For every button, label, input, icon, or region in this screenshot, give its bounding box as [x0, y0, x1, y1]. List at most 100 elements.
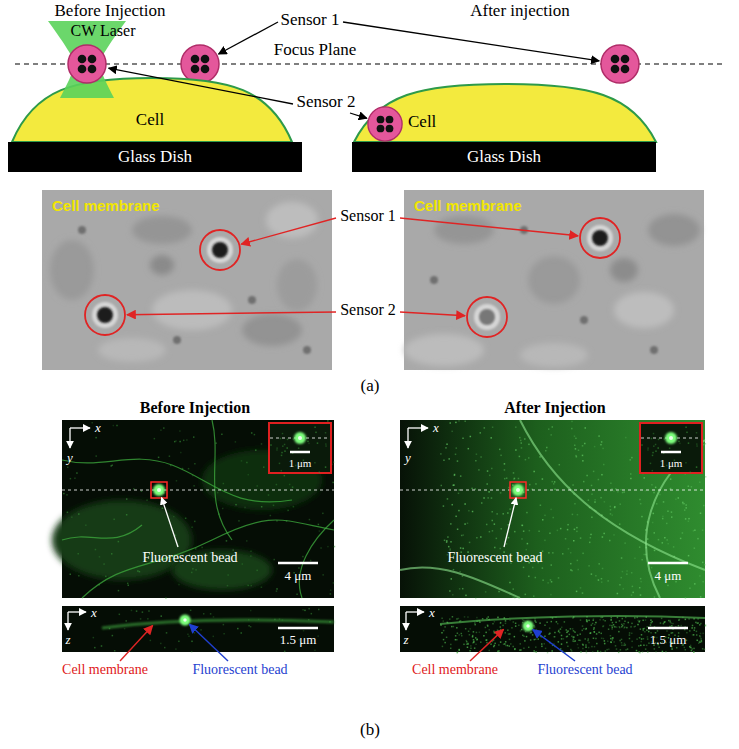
speckle	[593, 629, 595, 631]
cell-outline	[354, 84, 656, 142]
speckle	[447, 536, 449, 538]
speckle	[544, 515, 546, 517]
speckle	[622, 571, 624, 573]
speckle	[619, 503, 621, 505]
speckle	[594, 499, 596, 501]
axis-label: y	[405, 451, 411, 466]
speckle	[640, 641, 642, 643]
speckle	[588, 638, 590, 640]
speckle	[631, 647, 633, 649]
speckle	[476, 537, 478, 539]
roi-box	[151, 482, 167, 498]
speckle	[443, 620, 445, 622]
speckle	[546, 447, 548, 449]
scale-label: 1.5 μm	[650, 633, 687, 648]
scale-bar	[290, 451, 310, 454]
speckle	[227, 585, 229, 587]
speckle	[594, 624, 596, 626]
speckle	[556, 621, 558, 623]
speckle	[702, 648, 704, 650]
speckle	[512, 646, 514, 648]
speckle	[552, 517, 554, 519]
speckle	[518, 478, 520, 480]
speckle	[488, 616, 490, 618]
speckle	[567, 636, 569, 638]
speckle	[588, 565, 590, 567]
speckle	[175, 440, 177, 442]
speckle	[467, 523, 469, 525]
speckle	[644, 628, 646, 630]
speckle	[469, 634, 471, 636]
speckle	[662, 651, 664, 653]
leader-arrow	[533, 630, 575, 661]
speckle	[549, 627, 551, 629]
speckle	[223, 624, 225, 626]
speckle	[527, 543, 529, 545]
speckle	[482, 618, 484, 620]
speckle	[688, 442, 690, 444]
scale-label: 1 μm	[660, 457, 683, 470]
debris-spot	[650, 346, 658, 354]
speckle	[454, 475, 456, 477]
speckle	[147, 618, 149, 620]
speckle	[673, 546, 675, 548]
speckle	[480, 641, 482, 643]
speckle	[702, 562, 704, 564]
speckle	[530, 639, 532, 641]
speckle	[544, 625, 546, 627]
speckle	[279, 463, 281, 465]
texture-blob	[150, 255, 174, 275]
speckle	[652, 470, 654, 472]
speckle	[610, 509, 612, 511]
speckle	[453, 569, 455, 571]
speckle	[446, 443, 448, 445]
speckle	[589, 633, 591, 635]
speckle	[520, 440, 522, 442]
texture-blob	[434, 216, 494, 244]
speckle	[276, 447, 278, 449]
speckle	[593, 627, 595, 629]
speckle	[631, 457, 633, 459]
speckle	[655, 450, 657, 452]
speckle	[573, 540, 575, 542]
speckle	[691, 650, 693, 652]
sensor-dot	[201, 65, 210, 74]
speckle	[699, 575, 701, 577]
speckle	[522, 622, 524, 624]
speckle	[456, 447, 458, 449]
speckle	[442, 646, 444, 648]
speckle	[577, 644, 579, 646]
speckle	[621, 644, 623, 646]
speckle	[139, 571, 141, 573]
debris-spot	[78, 226, 86, 234]
debris-spot	[173, 336, 181, 344]
speckle	[688, 518, 690, 520]
speckle	[506, 477, 508, 479]
speckle	[507, 645, 509, 647]
speckle	[284, 651, 286, 653]
speckle	[655, 487, 657, 489]
speckle	[642, 620, 644, 622]
speckle	[625, 649, 627, 651]
fluorescence-image: xyFluorescent bead4 μm1 μm	[400, 420, 705, 598]
speckle	[562, 553, 564, 555]
speckle	[624, 643, 626, 645]
speckle	[588, 620, 590, 622]
speckle	[614, 626, 616, 628]
speckle	[576, 527, 578, 529]
speckle	[314, 650, 316, 652]
speckle	[590, 537, 592, 539]
speckle	[690, 472, 692, 474]
speckle	[191, 527, 193, 529]
speckle	[545, 450, 547, 452]
speckle	[462, 575, 464, 577]
speckle	[492, 426, 494, 428]
speckle	[542, 567, 544, 569]
speckle	[679, 443, 681, 445]
speckle	[630, 626, 632, 628]
speckle	[647, 449, 649, 451]
speckle	[451, 578, 453, 580]
speckle	[697, 622, 699, 624]
speckle	[640, 645, 642, 647]
callout-label: Cell membrane	[412, 662, 498, 678]
